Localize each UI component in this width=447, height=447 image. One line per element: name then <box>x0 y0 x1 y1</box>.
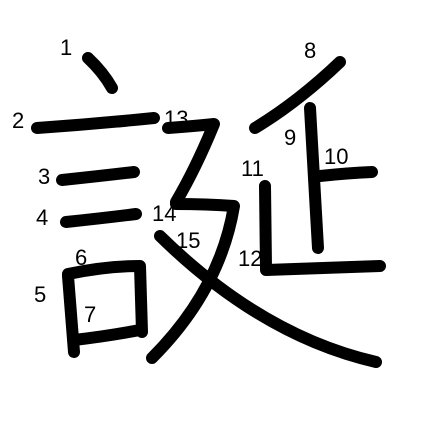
stroke-number-7: 7 <box>84 302 96 327</box>
stroke-15 <box>154 230 382 368</box>
stroke-number-labels: 1 2 3 4 5 6 7 8 9 10 11 12 13 14 15 <box>12 35 348 327</box>
stroke-14 <box>146 198 240 364</box>
stroke-number-1: 1 <box>60 35 72 60</box>
stroke-number-2: 2 <box>12 108 24 133</box>
stroke-number-3: 3 <box>38 164 50 189</box>
stroke-11 <box>259 180 272 274</box>
stroke-9 <box>304 102 324 254</box>
stroke-number-13: 13 <box>164 106 188 131</box>
stroke-12 <box>260 260 386 276</box>
stroke-number-12: 12 <box>238 246 262 271</box>
stroke-6 <box>62 260 148 338</box>
stroke-8 <box>249 56 346 134</box>
stroke-number-4: 4 <box>36 205 48 230</box>
stroke-7 <box>68 324 146 346</box>
strokes <box>31 52 386 368</box>
stroke-number-11: 11 <box>241 156 264 181</box>
stroke-2 <box>31 112 160 134</box>
stroke-number-8: 8 <box>304 38 316 63</box>
stroke-10 <box>314 166 378 182</box>
stroke-number-5: 5 <box>34 282 46 307</box>
stroke-number-14: 14 <box>152 201 176 226</box>
stroke-13 <box>162 118 220 208</box>
stroke-4 <box>60 208 142 228</box>
stroke-number-6: 6 <box>75 245 87 270</box>
stroke-3 <box>56 166 140 186</box>
stroke-number-10: 10 <box>324 144 348 169</box>
stroke-number-15: 15 <box>176 228 200 253</box>
stroke-1 <box>82 52 118 94</box>
stroke-number-9: 9 <box>284 125 296 150</box>
